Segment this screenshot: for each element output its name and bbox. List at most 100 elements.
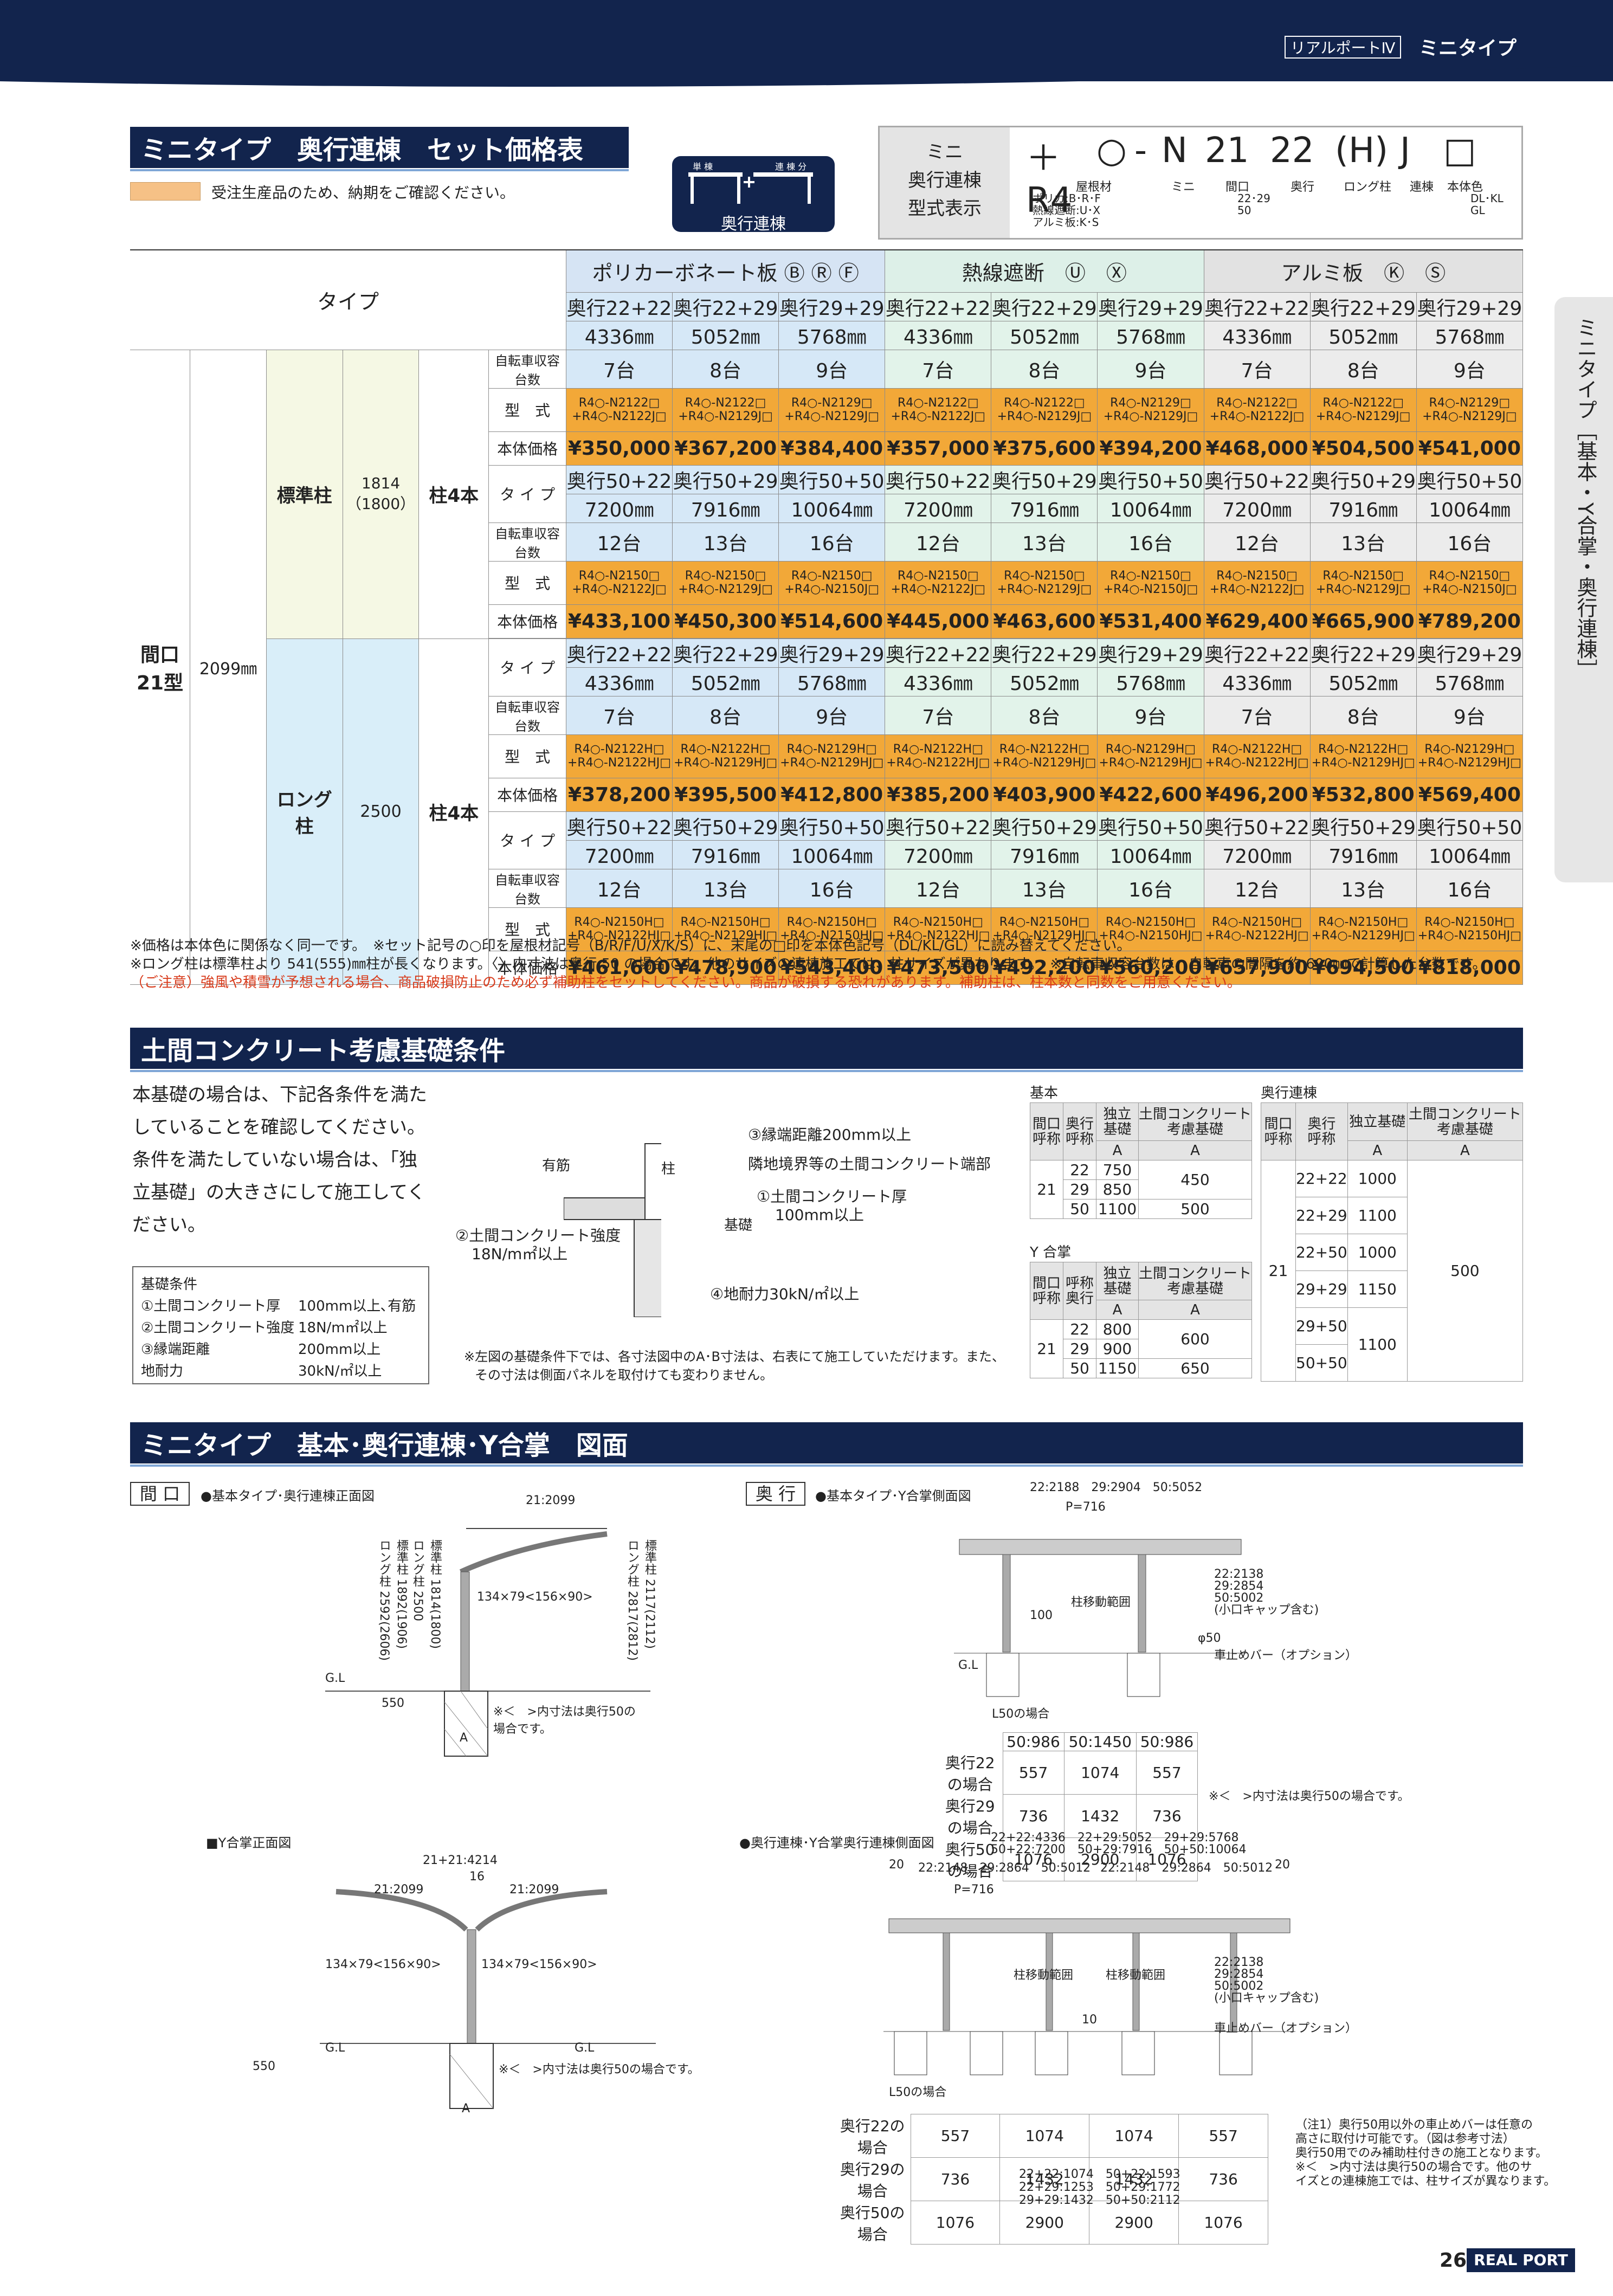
dim-dd-top1: 22+22:4336 22+29:5052 29+29:5768 [991,1831,1239,1844]
cell: 10064㎜ [1416,493,1524,523]
diagram-c1: ①土間コンクリート厚 [757,1188,907,1205]
model-code-dash: - [1134,131,1147,171]
model-code-desc: 屋根材 ミニ 間口 奥行 ロング柱 連棟 本体色 [1026,177,1487,195]
intro-line: していることを確認してください。 [132,1117,425,1138]
td: 736 [1178,2157,1268,2201]
cell: 7916㎜ [672,493,779,523]
cell: 奥行22+22 [1203,292,1311,321]
td: 50:1450 [1063,1732,1137,1751]
th: 土間コンクリート 考慮基礎 [1138,1102,1253,1141]
cell: 奥行50+50 [1416,811,1524,841]
dim-pitch: P=716 [1066,1500,1106,1514]
cell: 7916㎜ [991,840,1098,869]
cell: 7916㎜ [991,493,1098,523]
cell: 13台 [1309,868,1417,908]
diagram-c1b: 100mm以上 [775,1206,864,1224]
gl-label-y2: G.L [575,2041,595,2055]
header-subtitle: ミニタイプ [1419,37,1517,60]
td: 50+50 [1295,1344,1348,1382]
td: 1074 [1063,1751,1137,1795]
side-tab[interactable] [1554,297,1613,882]
cell: 奥行29+29 [1416,638,1524,668]
long-post-count: 柱4本 [418,638,489,985]
cell: ¥657,900 [1203,950,1311,985]
cell: 奥行50+29 [991,811,1098,841]
stopper-label-dd: 車止めバー（オプション） [1214,2022,1358,2035]
side-tab-label: ミニタイプ［基本・Y合掌・奥行連棟］ [1573,317,1597,680]
dim-10: 10 [1082,2013,1097,2027]
cell: 奥行22+29 [991,292,1098,321]
cell: 13台 [991,522,1098,562]
cell: ¥560,200 [1097,950,1204,985]
dd-note: （注1）奥行50用以外の車止めバーは任意の 高さに取付け可能です。（図は参考寸法… [1295,2118,1556,2188]
dim-move-range: 柱移動範囲 [1071,1596,1131,1609]
cell: 8台 [1309,349,1417,389]
cell: R4○-N2129□ +R4○-N2129J□ [1097,388,1204,432]
cell: 8台 [1309,695,1417,735]
diagram-rebar: 有筋 [542,1158,571,1174]
cell: 奥行22+29 [1309,292,1417,321]
td: 奥行29の場合 [945,1797,995,1837]
cell: R4○-N2122H□ +R4○-N2129HJ□ [1309,734,1417,778]
diagram-c2b: 18N/m㎡以上 [472,1245,568,1263]
th: A [1406,1140,1524,1160]
row-label-price: 本体価格 [488,604,566,639]
td: 736 [1135,1794,1198,1838]
model-code-box: ミニ 奥行連棟 型式表示 ＋R4 ○ - N 21 22 (H) J □ 屋根材… [878,126,1523,240]
cell: 奥行50+50 [1416,465,1524,494]
model-code-n: N [1162,131,1188,171]
td: 50 [1063,1199,1097,1219]
row-label-price: 本体価格 [488,950,566,985]
cell: 7916㎜ [1309,493,1417,523]
cell: 4336㎜ [1203,320,1311,350]
dim-dd-bottom: 22+22:1074 50+22:1593 22+29:1253 50+29:1… [1019,2168,1180,2207]
cell: ¥375,600 [991,431,1098,466]
td: 1100 [1347,1307,1408,1382]
td: 22 [1063,1319,1097,1339]
cell: ¥450,300 [672,604,779,639]
intro-line: 条件を満たしていない場合は、「独 [132,1149,417,1171]
cell: 奥行29+29 [778,292,886,321]
cell: 16台 [1097,522,1204,562]
th: 奥行 呼称 [1295,1102,1348,1160]
cell: 13台 [991,868,1098,908]
model-desc-mini: ミニ [1171,180,1195,194]
td: 奥行22の場合 [945,1753,995,1794]
cell: 9台 [1416,695,1524,735]
cell: 奥行29+29 [1097,292,1204,321]
cell: ¥357,000 [885,431,992,466]
dim-dd-top2: 50+22:7200 50+29:7916 50+50:10064 [991,1843,1247,1856]
dim-550: 550 [382,1697,404,1710]
model-desc-long: ロング柱 [1343,180,1391,194]
td: 1150 [1096,1358,1139,1378]
cell: 13台 [672,522,779,562]
cell: 10064㎜ [778,493,886,523]
th: A [1138,1140,1253,1160]
note-50-side: ※＜ >内寸法は奥行50の場合です。 [1209,1790,1410,1803]
dim-20-left: 20 [889,1858,904,1872]
td: 50 [1063,1358,1097,1378]
td: 900 [1096,1339,1139,1359]
dim-post: 134×79<156×90> [477,1590,593,1604]
td: 50:986 [1002,1732,1064,1751]
cell: 奥行29+29 [1097,638,1204,668]
td: 800 [1096,1319,1139,1339]
intro-line: ださい。 [132,1214,206,1236]
cell: 奥行22+29 [991,638,1098,668]
cell: 12台 [565,868,673,908]
cell: 奥行50+22 [1203,465,1311,494]
cell: 奥行22+22 [1203,638,1311,668]
model-desc-frontage: 間口 [1225,180,1249,194]
dim-dd-row-right: 22:2148 29:2864 50:5012 [1100,1861,1273,1875]
th: 奥行 呼称 [1063,1102,1097,1160]
dim-20-right: 20 [1275,1858,1290,1872]
cell: R4○-N2150H□ +R4○-N2129HJ□ [672,907,779,951]
cond-key: ②土間コンクリート強度 [141,1320,295,1336]
cell: 5768㎜ [1097,320,1204,350]
cell: 7200㎜ [1203,840,1311,869]
cell: 7台 [885,695,992,735]
th: 独立基礎 [1347,1102,1408,1141]
model-code-color: □ [1443,131,1476,171]
